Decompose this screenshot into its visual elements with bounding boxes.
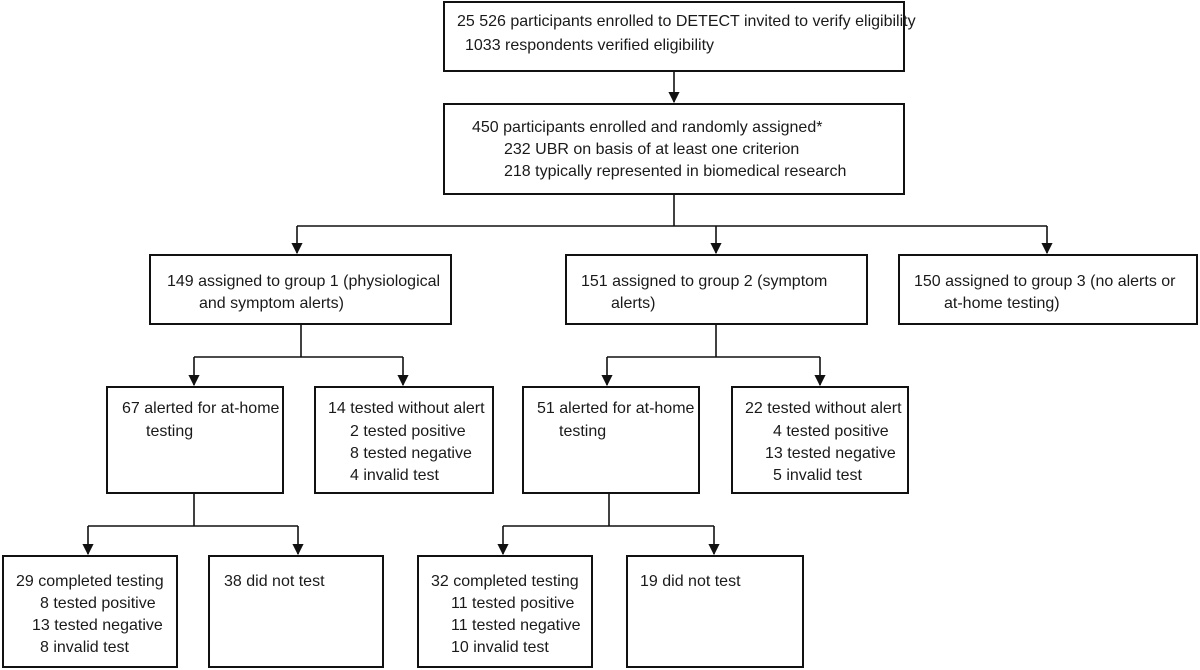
g2-no-alert-line-1: 22 tested without alert — [745, 400, 902, 417]
g1-completed-line-1: 29 completed testing — [16, 573, 164, 590]
g1-completed-line-2: 8 tested positive — [40, 595, 156, 612]
g1-no-alert-box: 14 tested without alert 2 tested positiv… — [314, 386, 494, 494]
g1-alerted-box: 67 alerted for at-home testing — [106, 386, 284, 494]
randomised-line-1: 450 participants enrolled and randomly a… — [472, 119, 823, 136]
g2-no-alert-box: 22 tested without alert 4 tested positiv… — [731, 386, 909, 494]
enrolled-line-2: 1033 respondents verified eligibility — [465, 37, 715, 54]
g2-alerted-line-1: 51 alerted for at-home — [537, 400, 695, 417]
g1-not-tested-box: 38 did not test — [208, 555, 384, 668]
g1-no-alert-line-4: 4 invalid test — [350, 467, 439, 484]
group2-box: 151 assigned to group 2 (symptom alerts) — [565, 254, 868, 325]
g2-completed-line-2: 11 tested positive — [451, 595, 575, 612]
g2-alerted-line-2: testing — [559, 423, 607, 440]
group1-line-2: and symptom alerts) — [199, 295, 344, 312]
enrolled-line-1: 25 526 participants enrolled to DETECT i… — [457, 13, 916, 30]
group3-line-2: at-home testing) — [944, 295, 1060, 312]
g2-completed-line-4: 10 invalid test — [451, 639, 549, 656]
g1-no-alert-line-2: 2 tested positive — [350, 423, 466, 440]
g2-not-tested-box: 19 did not test — [626, 555, 804, 668]
group1-line-1: 149 assigned to group 1 (physiological — [167, 273, 441, 290]
g1-alerted-line-2: testing — [146, 423, 194, 440]
group1-box: 149 assigned to group 1 (physiological a… — [149, 254, 452, 325]
g1-no-alert-line-3: 8 tested negative — [350, 445, 472, 462]
g2-alerted-box: 51 alerted for at-home testing — [522, 386, 700, 494]
randomised-line-2: 232 UBR on basis of at least one criteri… — [504, 141, 800, 158]
g1-completed-box: 29 completed testing 8 tested positive 1… — [2, 555, 178, 668]
g1-completed-line-3: 13 tested negative — [32, 617, 163, 634]
randomised-box: 450 participants enrolled and randomly a… — [443, 103, 905, 195]
g1-completed-line-4: 8 invalid test — [40, 639, 129, 656]
group2-line-1: 151 assigned to group 2 (symptom — [581, 273, 828, 290]
enrolled-box: 25 526 participants enrolled to DETECT i… — [443, 1, 916, 72]
g2-no-alert-line-4: 5 invalid test — [773, 467, 862, 484]
g1-no-alert-line-1: 14 tested without alert — [328, 400, 485, 417]
randomised-line-3: 218 typically represented in biomedical … — [504, 163, 847, 180]
g2-completed-box: 32 completed testing 11 tested positive … — [417, 555, 593, 668]
group3-box: 150 assigned to group 3 (no alerts or at… — [898, 254, 1198, 325]
g2-completed-line-1: 32 completed testing — [431, 573, 579, 590]
group2-line-2: alerts) — [611, 295, 656, 312]
group3-line-1: 150 assigned to group 3 (no alerts or — [914, 273, 1176, 290]
g2-completed-line-3: 11 tested negative — [451, 617, 581, 634]
g2-no-alert-line-3: 13 tested negative — [765, 445, 896, 462]
g2-no-alert-line-2: 4 tested positive — [773, 423, 889, 440]
g1-alerted-line-1: 67 alerted for at-home — [122, 400, 280, 417]
g2-not-tested-line-1: 19 did not test — [640, 573, 741, 590]
g1-not-tested-line-1: 38 did not test — [224, 573, 325, 590]
